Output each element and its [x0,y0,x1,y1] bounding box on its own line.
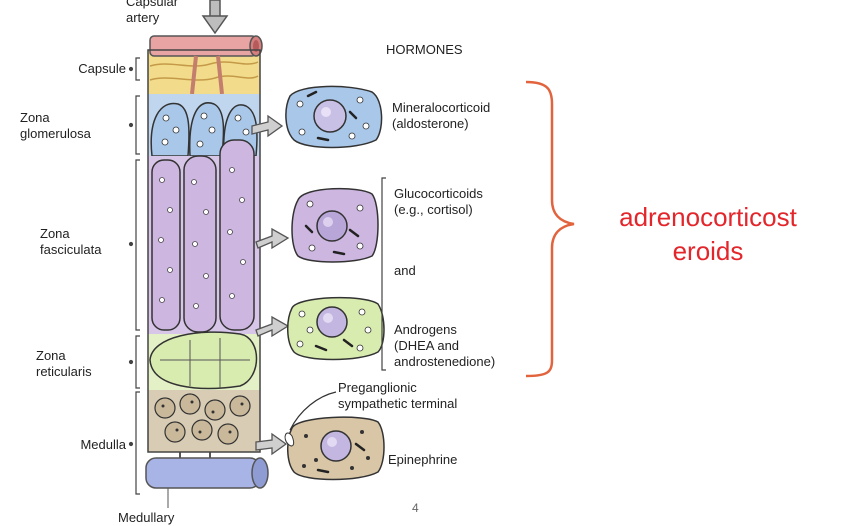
medullary-label: Medullary [118,510,175,525]
medulla-cells [154,393,251,445]
left-brackets [128,57,140,495]
capsular-artery-label: Capsular artery [126,0,179,25]
medullary-vein [145,452,269,508]
androgen-cell [287,296,385,361]
hormone-bracket [381,177,386,371]
column-outline [147,49,261,453]
zona-glomerulosa-label: Zona glomerulosa [20,110,91,141]
preganglionic-label: Preganglionic sympathetic terminal [338,380,458,411]
and-label: and [394,263,416,278]
glucocorticoids-label: Glucocorticoids (e.g., cortisol) [394,186,483,217]
preganglionic-line [289,391,337,431]
epinephrine-label: Epinephrine [388,452,458,467]
androgens-label: Androgens (DHEA and androstenedione) [394,322,496,369]
top-arrow [201,0,229,35]
red-brace [525,80,575,378]
hormones-header: HORMONES [386,42,463,57]
zona-fasciculata-label: Zona fasciculata [40,226,102,257]
zone-arrows [251,114,290,456]
zona-reticularis-label: Zona reticularis [36,348,92,379]
page-number: 4 [412,501,419,515]
capsule-label: Capsule [78,61,126,76]
mineralocorticoid-label: Mineralocorticoid (aldosterone) [392,100,491,131]
fasciculata-columns [151,139,255,333]
capsule-zone [148,50,260,94]
glucocorticoid-cell [291,187,379,263]
chromaffin-cell [284,416,385,481]
medulla-label: Medulla [80,437,126,452]
capsular-artery [149,35,263,95]
mineralocorticoid-cell [285,85,383,149]
adrenocorticosteroids-annotation: adrenocorticost eroids [619,202,797,266]
